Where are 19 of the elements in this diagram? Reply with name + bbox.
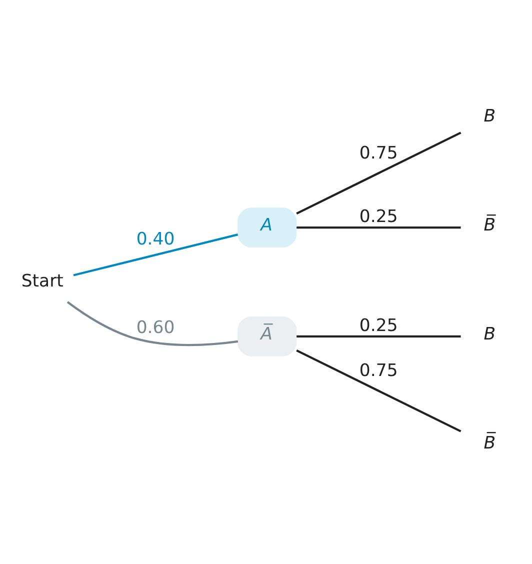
edge-label: 0.25 xyxy=(359,316,398,336)
edge-label: 0.75 xyxy=(359,361,398,382)
connector xyxy=(296,132,462,215)
node-box: A̅ xyxy=(237,316,297,356)
edge-label: 0.40 xyxy=(136,230,175,250)
edge-label: 0.60 xyxy=(136,318,175,338)
connector xyxy=(296,349,462,432)
edge-label: 0.75 xyxy=(359,143,398,164)
node-text: B xyxy=(484,106,496,127)
node-box: A xyxy=(237,208,297,248)
node-text: B xyxy=(484,324,496,344)
connector xyxy=(66,301,238,346)
node-text: Start xyxy=(21,272,64,292)
connector xyxy=(296,335,461,338)
node-text: B̅ xyxy=(484,216,496,236)
node-text: B̅ xyxy=(484,433,496,454)
connector xyxy=(296,226,461,229)
connector xyxy=(73,234,238,276)
edge-label: 0.25 xyxy=(359,206,398,227)
